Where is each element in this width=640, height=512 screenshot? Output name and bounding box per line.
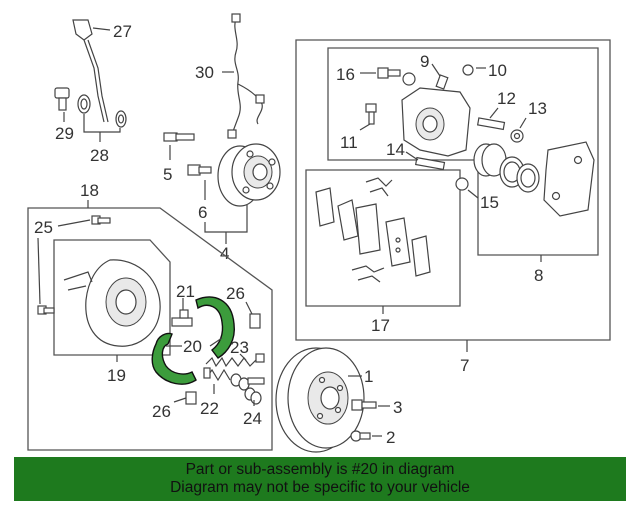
rotor-screw-3[interactable] (351, 399, 377, 411)
guide-pin-14[interactable] (414, 156, 446, 171)
backing-plate[interactable] (63, 259, 161, 347)
callout-28: 28 (90, 146, 109, 165)
callout-16: 16 (336, 65, 355, 84)
parking-brake-shoe-lower[interactable] (151, 332, 197, 385)
nut-13[interactable] (510, 129, 524, 143)
caliper-body[interactable] (401, 87, 471, 157)
callout-19: 19 (107, 366, 126, 385)
callout-17: 17 (371, 316, 390, 335)
bleeder-screw[interactable] (435, 74, 449, 90)
callout-5: 5 (163, 165, 172, 184)
pad-clips[interactable] (351, 177, 393, 283)
callout-15: 15 (480, 193, 499, 212)
callout-7: 7 (460, 356, 469, 375)
brake-hose[interactable] (72, 19, 111, 123)
callout-25: 25 (34, 218, 53, 237)
parking-brake-shoe-set[interactable] (151, 296, 235, 385)
callout-20: 20 (183, 337, 202, 356)
spring-24[interactable] (230, 373, 265, 405)
info-banner: Part or sub-assembly is #20 in diagram D… (14, 457, 626, 501)
callout-12: 12 (497, 89, 516, 108)
caliper-assembly-box[interactable] (295, 39, 611, 341)
callout-9: 9 (420, 52, 429, 71)
callout-29: 29 (55, 124, 74, 143)
piston-and-seals[interactable] (473, 143, 540, 193)
banner-line-1: Part or sub-assembly is #20 in diagram (185, 461, 455, 478)
bolt-25b[interactable] (37, 305, 55, 315)
callout-1: 1 (364, 367, 373, 386)
callout-30: 30 (195, 63, 214, 82)
wheel-speed-sensor[interactable] (227, 13, 265, 139)
parking-brake-shoe-upper[interactable] (195, 296, 235, 359)
banjo-bolt[interactable] (54, 87, 70, 111)
callout-2: 2 (386, 428, 395, 447)
callout-22: 22 (200, 399, 219, 418)
callout-26a: 26 (226, 284, 245, 303)
callout-10: 10 (488, 61, 507, 80)
callout-24: 24 (243, 409, 262, 428)
backing-plate-box[interactable] (53, 239, 171, 356)
callout-3: 3 (393, 398, 402, 417)
bushing[interactable] (402, 72, 416, 86)
callout-13: 13 (528, 99, 547, 118)
pad-kit-box[interactable] (305, 169, 461, 307)
parking-brake-box[interactable] (27, 207, 273, 451)
return-spring-23[interactable] (205, 353, 265, 368)
wheel-hub-assembly[interactable] (217, 143, 281, 207)
washers[interactable] (77, 94, 127, 128)
brake-rotor[interactable] (275, 347, 365, 453)
clip-26-bottom[interactable] (185, 391, 197, 405)
guide-pin-12[interactable] (476, 117, 506, 131)
guide-bolt-16[interactable] (377, 67, 401, 79)
brake-pads[interactable] (315, 187, 431, 277)
callout-8: 8 (534, 266, 543, 285)
callout-26b: 26 (152, 402, 171, 421)
clip-26-top[interactable] (249, 313, 261, 329)
callout-6: 6 (198, 203, 207, 222)
callout-18: 18 (80, 181, 99, 200)
hub-bolt[interactable] (163, 132, 195, 142)
parts-diagram: 27 29 28 30 5 6 (27, 13, 611, 453)
callout-14: 14 (386, 140, 405, 159)
caliper-bolt-11[interactable] (365, 103, 377, 125)
caliper-housing-box[interactable] (327, 47, 599, 256)
spring-22[interactable] (203, 367, 231, 382)
bleeder-cap[interactable] (462, 64, 474, 76)
banner-line-2: Diagram may not be specific to your vehi… (170, 479, 470, 496)
caliper-bracket[interactable] (543, 141, 595, 217)
adjuster-21[interactable] (171, 309, 193, 327)
callout-23: 23 (230, 338, 249, 357)
callout-4: 4 (220, 244, 229, 263)
hub-bolt-short[interactable] (187, 164, 212, 176)
callout-27: 27 (113, 22, 132, 41)
rotor-screw-2[interactable] (350, 430, 371, 442)
bolt-25[interactable] (91, 215, 111, 225)
callout-11: 11 (340, 133, 358, 152)
boot-15[interactable] (455, 177, 469, 191)
callout-21: 21 (176, 282, 195, 301)
